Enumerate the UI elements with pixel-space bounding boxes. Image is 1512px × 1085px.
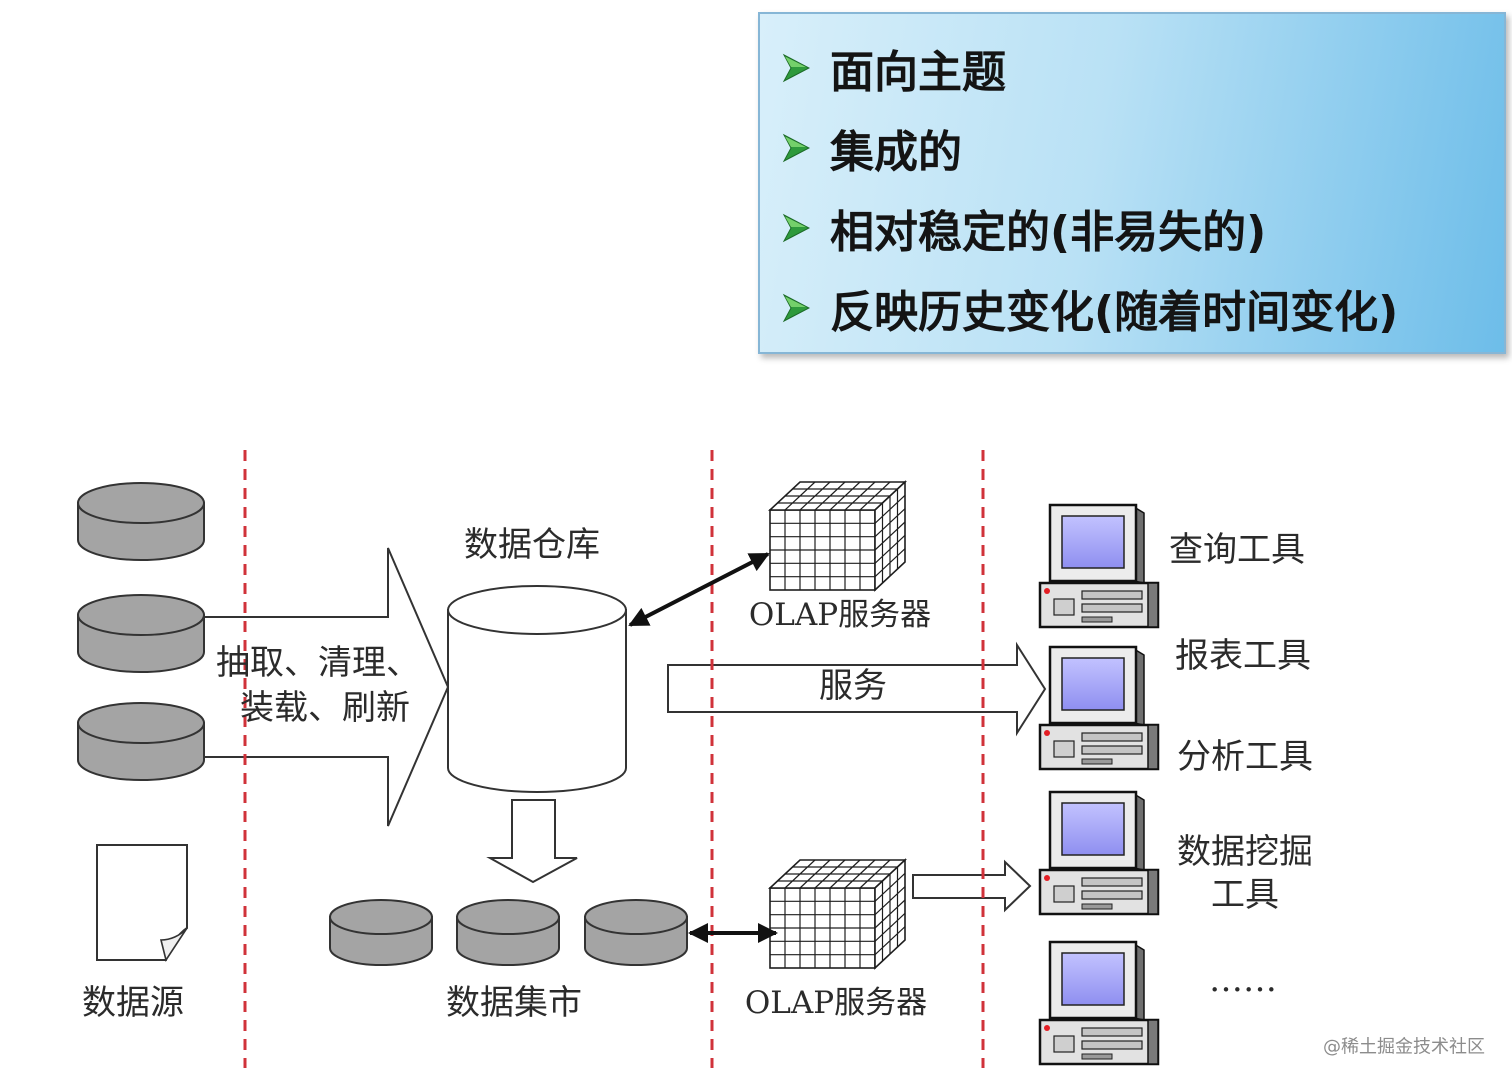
olap-to-mining-arrow [912, 859, 1032, 913]
warehouse-label: 数据仓库 [464, 525, 600, 565]
disk-top [456, 899, 560, 935]
document-icon [96, 844, 188, 962]
warehouse-olap-double-arrow [628, 552, 770, 627]
bullet-arrow-icon [782, 53, 810, 83]
olap-top-label: OLAP服务器 [749, 597, 931, 633]
mining-tool-label-line2: 工具 [1211, 875, 1279, 915]
query-tool-label: 查询工具 [1169, 530, 1305, 570]
feature-text: 相对稳定的(非易失的) [830, 207, 1267, 258]
cube-front-grid [770, 888, 875, 968]
bullet-arrow-icon [782, 293, 810, 323]
feature-item: 集成的 [782, 108, 1504, 188]
disk-top [584, 899, 688, 935]
data-mart-disk-icon [329, 899, 433, 966]
features-box: 面向主题 集成的 相对稳定的(非易失的) 反映历史变化(随着时间变化) [758, 12, 1506, 354]
disk-top [77, 482, 205, 524]
etl-label-line1: 抽取、清理、 [216, 643, 420, 683]
cube-top-grid [777, 481, 898, 511]
etl-label-line2: 装载、刷新 [240, 688, 410, 728]
feature-text: 反映历史变化(随着时间变化) [830, 287, 1399, 338]
database-disk-icon [77, 482, 205, 561]
feature-text: 面向主题 [830, 47, 1006, 98]
computer-icon [1038, 645, 1160, 771]
mining-tool-label-line1: 数据挖掘 [1177, 832, 1313, 872]
disk-top [77, 702, 205, 744]
cylinder-top [447, 585, 627, 635]
feature-item: 面向主题 [782, 28, 1504, 108]
database-disk-icon [77, 702, 205, 781]
feature-item: 反映历史变化(随着时间变化) [782, 268, 1504, 348]
data-warehouse-cylinder-icon [447, 585, 627, 793]
computer-icon [1038, 940, 1160, 1066]
cube-side-grid [874, 867, 906, 961]
feature-text: 集成的 [830, 127, 962, 178]
computer-icon [1038, 790, 1160, 916]
olap-cube-icon [767, 480, 908, 592]
disk-top [77, 594, 205, 636]
cube-side-grid [874, 489, 906, 583]
olap-bottom-label: OLAP服务器 [745, 985, 927, 1021]
etl-arrow [204, 547, 450, 827]
data-mart-label: 数据集市 [446, 983, 582, 1023]
disk-top [329, 899, 433, 935]
olap-cube-icon [767, 858, 908, 970]
feature-item: 相对稳定的(非易失的) [782, 188, 1504, 268]
data-mart-disk-icon [584, 899, 688, 966]
watermark: @稀土掘金技术社区 [1323, 1037, 1485, 1058]
service-label: 服务 [819, 666, 887, 706]
features-list: 面向主题 集成的 相对稳定的(非易失的) 反映历史变化(随着时间变化) [760, 14, 1504, 348]
data-source-label: 数据源 [82, 983, 184, 1023]
database-disk-icon [77, 594, 205, 673]
analysis-tool-label: 分析工具 [1177, 737, 1313, 777]
service-arrow [667, 641, 1047, 737]
bullet-arrow-icon [782, 213, 810, 243]
more-tools-ellipsis: …… [1209, 960, 1277, 1000]
cylinder-body [447, 609, 627, 793]
warehouse-to-mart-arrow [486, 799, 578, 884]
document-fold [159, 927, 188, 962]
computer-icon [1038, 503, 1160, 629]
cube-front-grid [770, 510, 875, 590]
report-tool-label: 报表工具 [1175, 636, 1311, 676]
bullet-arrow-icon [782, 133, 810, 163]
cube-top-grid [777, 859, 898, 889]
data-mart-disk-icon [456, 899, 560, 966]
